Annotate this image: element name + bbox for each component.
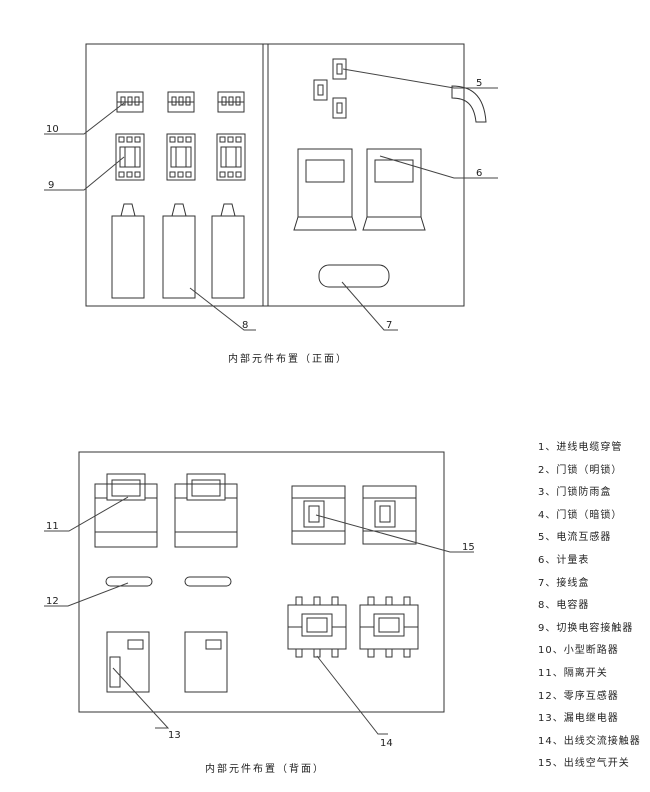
mini-breaker (116, 91, 144, 113)
legend-item: 15、出线空气开关 (538, 758, 630, 770)
cable-conduit (451, 85, 487, 123)
legend-item: 12、零序互感器 (538, 690, 619, 702)
legend-item: 13、漏电继电器 (538, 713, 619, 725)
legend-item: 1、进线电缆穿管 (538, 442, 623, 453)
callout-5: 5 (476, 78, 482, 89)
capacitor (211, 203, 245, 299)
callout-15: 15 (462, 542, 475, 553)
legend-item: 3、门锁防雨盒 (538, 487, 612, 499)
current-transformer (313, 79, 328, 101)
legend-item: 8、电容器 (538, 600, 590, 612)
mini-breaker (217, 91, 245, 113)
callout-14: 14 (380, 738, 393, 749)
back-caption: 内部元件布置（背面） (205, 764, 325, 775)
capacitor-contactor-row (115, 133, 246, 181)
callout-7: 7 (386, 320, 392, 331)
component-legend: 1、进线电缆穿管 2、门锁（明锁） 3、门锁防雨盒 4、门锁（暗锁） 5、电流互… (538, 440, 641, 779)
mini-breaker-row (116, 91, 245, 113)
residual-current-relay (106, 631, 150, 693)
capacitor-row (111, 203, 245, 299)
front-enclosure (85, 43, 465, 307)
capacitor-contactor (115, 133, 145, 181)
ac-contactor (359, 596, 419, 658)
legend-item: 6、计量表 (538, 554, 590, 566)
current-transformer (332, 97, 347, 119)
back-leaders (44, 496, 474, 735)
zero-sequence-transformer (105, 576, 153, 587)
current-transformer (332, 58, 347, 80)
zero-sequence-transformer (184, 576, 232, 587)
legend-item: 9、切换电容接触器 (538, 622, 634, 634)
legend-item: 10、小型断路器 (538, 645, 619, 657)
terminal-box (318, 264, 390, 288)
front-leaders (44, 68, 498, 331)
residual-current-relay (184, 631, 228, 693)
back-panel (78, 451, 445, 713)
legend-item: 5、电流互感器 (538, 532, 612, 544)
air-switch (362, 485, 417, 545)
isolating-switch (94, 473, 158, 548)
callout-numbers: 10 9 5 6 8 7 11 12 13 14 15 (46, 78, 482, 749)
back-enclosure (78, 451, 445, 713)
isolating-switch (174, 473, 238, 548)
capacitor-contactor (166, 133, 196, 181)
callout-10: 10 (46, 124, 59, 135)
legend-item: 7、接线盒 (538, 577, 590, 589)
callout-8: 8 (242, 320, 248, 331)
ac-contactor (287, 596, 347, 658)
legend-item: 11、隔离开关 (538, 667, 608, 679)
callout-12: 12 (46, 596, 59, 607)
legend-item: 4、门锁（暗锁） (538, 509, 623, 521)
front-caption: 内部元件布置（正面） (228, 354, 348, 365)
meter (362, 148, 426, 231)
callout-13: 13 (168, 730, 181, 741)
legend-item: 2、门锁（明锁） (538, 464, 623, 476)
meter (293, 148, 357, 231)
capacitor (111, 203, 145, 299)
air-switch (291, 485, 346, 545)
capacitor-contactor (216, 133, 246, 181)
callout-9: 9 (48, 180, 54, 191)
front-panel (85, 43, 487, 307)
mini-breaker (167, 91, 195, 113)
legend-item: 14、出线交流接触器 (538, 735, 641, 747)
callout-11: 11 (46, 521, 59, 532)
current-transformer-group (313, 58, 347, 119)
callout-6: 6 (476, 168, 482, 179)
capacitor (162, 203, 196, 299)
